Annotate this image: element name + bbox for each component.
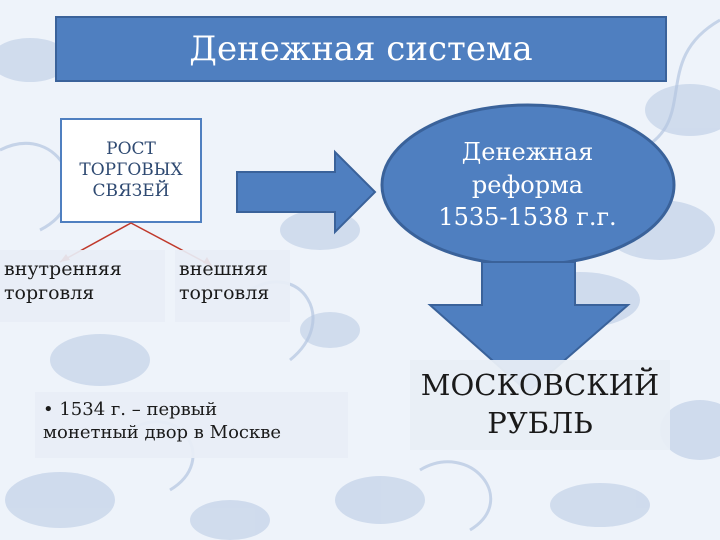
trade-growth-line3: СВЯЗЕЙ [92,181,170,202]
internal-trade-box: внутренняя торговля [0,250,165,322]
mint-note-box: • 1534 г. – первый монетный двор в Москв… [35,392,348,458]
ruble-line2: РУБЛЬ [487,406,593,440]
reform-line2: реформа [471,170,584,199]
down-arrow [427,261,631,394]
page-title: Денежная система [55,16,667,82]
ruble-line1: МОСКОВСКИЙ [420,368,660,403]
right-arrow [236,149,377,235]
mint-line1: • 1534 г. – первый [43,399,218,420]
reform-label: Денежная реформа 1535-1538 г.г. [400,130,655,240]
external-trade-line1: внешняя [179,258,268,280]
internal-trade-line2: торговля [4,281,95,304]
reform-line3: 1535-1538 г.г. [438,203,617,232]
trade-growth-line2: ТОРГОВЫХ [79,159,183,180]
internal-trade-line1: внутренняя [4,258,122,280]
mint-line2: монетный двор в Москве [43,422,282,444]
external-trade-line2: торговля [179,281,270,304]
moscow-ruble-box: МОСКОВСКИЙ РУБЛЬ [410,360,670,450]
trade-growth-box: РОСТ ТОРГОВЫХ СВЯЗЕЙ [60,118,202,223]
trade-growth-line1: РОСТ [106,138,156,159]
reform-line1: Денежная [461,138,594,167]
external-trade-box: внешняя торговля [175,250,290,322]
